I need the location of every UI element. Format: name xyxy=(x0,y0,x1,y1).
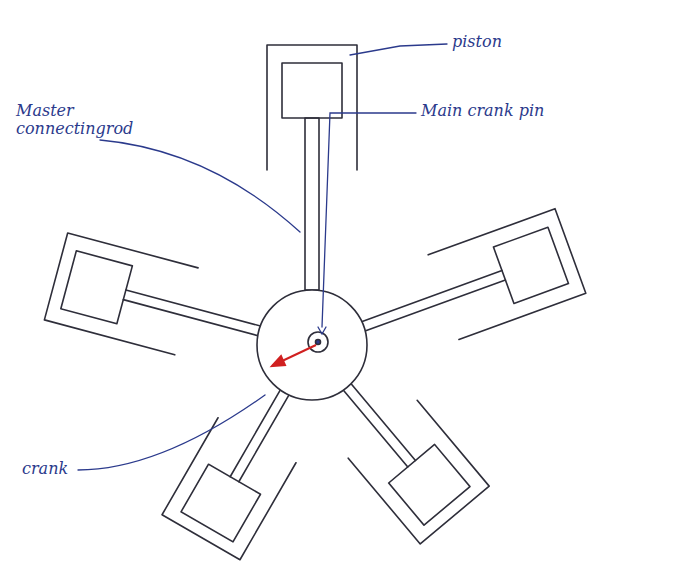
part-label: Master connectingrod xyxy=(16,102,141,138)
part-label: piston xyxy=(452,33,572,51)
part-label: crank xyxy=(22,460,92,478)
part-label: Main crank pin xyxy=(421,102,591,120)
